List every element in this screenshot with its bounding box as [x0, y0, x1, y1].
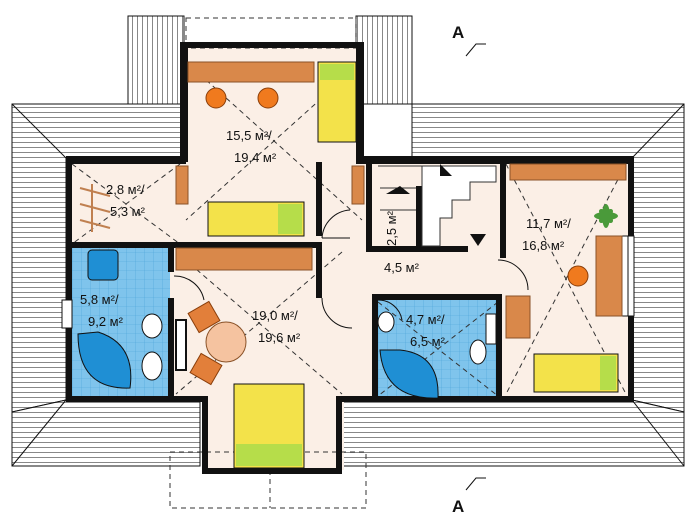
- furniture-bedroom-main: [175, 247, 313, 469]
- room-area-bath-mid-gross: 6,5 м²: [410, 334, 446, 349]
- armchair: [187, 300, 221, 334]
- chair-icon: [257, 87, 279, 109]
- room-area-bath-left: 5,8 м²/: [80, 292, 119, 307]
- furniture-bedroom-right: [505, 163, 627, 393]
- bathtub-icon: [379, 349, 439, 399]
- desk: [595, 235, 623, 317]
- room-area-bedroom-main: 19,0 м²/: [252, 308, 298, 323]
- sink-icon: [141, 313, 163, 339]
- wardrobe: [351, 165, 365, 205]
- wardrobe: [175, 247, 313, 271]
- windows: [61, 235, 635, 329]
- toilet-icon: [141, 351, 163, 381]
- bed-pillow: [278, 204, 302, 234]
- plant-icon: [594, 204, 618, 228]
- room-area-bedroom-right-gross: 16,8 м²: [522, 238, 565, 253]
- staircase: [378, 164, 497, 247]
- wardrobe: [175, 165, 189, 205]
- chair-icon: [205, 87, 227, 109]
- wardrobe: [509, 163, 627, 181]
- roof-bottom-right: [337, 399, 685, 467]
- section-mark-bottom: A: [452, 477, 486, 516]
- bathtub-icon: [77, 331, 132, 389]
- room-area-closet-gross: 5,3 м²: [110, 204, 146, 219]
- room-area-bedroom-top-gross: 19,4 м²: [234, 150, 277, 165]
- room-area-bath-mid: 4,7 м²/: [406, 312, 445, 327]
- chair-icon: [567, 265, 589, 287]
- section-letter-top: A: [452, 23, 464, 42]
- bath-mid-fixtures: [377, 311, 497, 399]
- vanity: [485, 313, 497, 345]
- window: [61, 299, 73, 329]
- toilet-icon: [469, 339, 487, 365]
- section-letter-bottom: A: [452, 497, 464, 516]
- roof-dormer-right: [355, 15, 413, 105]
- room-area-closet: 2,8 м²/: [106, 182, 145, 197]
- room-area-bedroom-right: 11,7 м²/: [526, 216, 571, 231]
- shelf: [187, 61, 315, 83]
- doors: [173, 209, 529, 329]
- roof-bottom-left: [11, 399, 201, 467]
- bed-pillow: [600, 356, 616, 390]
- round-table: [205, 321, 247, 363]
- room-area-bath-left-gross: 9,2 м²: [88, 314, 124, 329]
- wardrobe: [505, 295, 531, 339]
- room-labels: 15,5 м²/ 19,4 м² 2,8 м²/ 5,3 м² 2,5 м² 1…: [80, 128, 571, 349]
- walls: [66, 42, 634, 474]
- sink-icon: [377, 311, 395, 333]
- stair-arrow-down-icon: [470, 234, 486, 246]
- room-area-hall: 4,5 м²: [384, 260, 420, 275]
- roof-dormer-left: [127, 15, 185, 105]
- closet-hangers: [79, 184, 111, 232]
- tv-unit: [175, 319, 187, 371]
- shower-icon: [87, 249, 119, 281]
- stair-arrow-up-icon: [440, 164, 452, 176]
- room-area-stair: 2,5 м²: [384, 210, 399, 246]
- armchair: [189, 352, 223, 386]
- room-area-bedroom-top: 15,5 м²/: [226, 128, 272, 143]
- bed-pillow: [320, 64, 354, 80]
- bed-pillow: [236, 444, 302, 466]
- furniture-bedroom-top: [175, 61, 365, 237]
- section-mark-top: A: [452, 23, 486, 57]
- bath-left-fixtures: [77, 249, 163, 389]
- room-area-bedroom-main-gross: 19,6 м²: [258, 330, 301, 345]
- roof: [11, 15, 685, 467]
